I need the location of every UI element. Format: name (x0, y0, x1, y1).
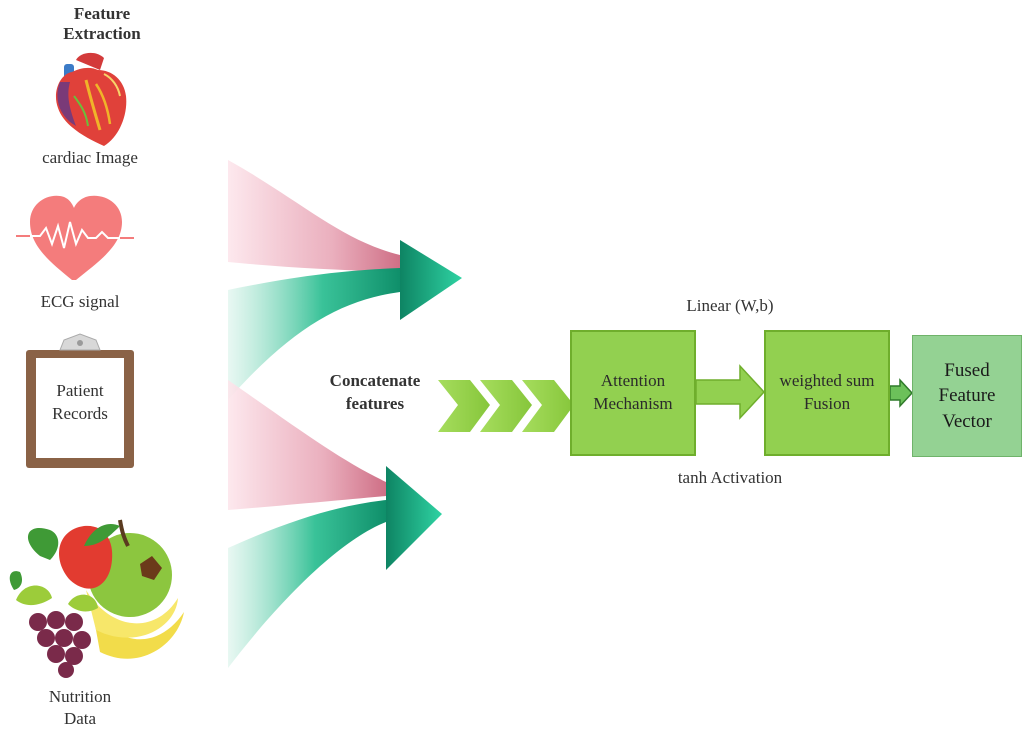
tanh-activation-label: tanh Activation (677, 468, 783, 487)
fused-feature-vector-label: Fused Feature Vector (938, 359, 996, 432)
linear-label: Linear (W,b) (686, 296, 774, 315)
stream-cardiac (228, 160, 400, 272)
weighted-sum-fusion-label: weighted sum Fusion (779, 371, 875, 413)
stream-ecg (228, 268, 400, 400)
cardiac-heart-icon (55, 52, 127, 146)
chevron-3 (522, 380, 574, 432)
stream-nutrition (228, 500, 386, 668)
lower-arrow-head (386, 466, 442, 570)
fusion-to-output-arrow (889, 378, 914, 408)
weighted-sum-fusion-box: weighted sum Fusion (764, 330, 890, 456)
stream-records (228, 380, 386, 510)
attention-to-fusion-arrow (695, 364, 766, 420)
fruit-icon (9, 519, 184, 678)
chevron-2 (480, 380, 532, 432)
ecg-signal-label: ECG signal (40, 292, 120, 311)
attention-mechanism-label: Attention Mechanism (593, 371, 673, 413)
nutrition-data-label: Nutrition Data (48, 687, 112, 729)
feature-extraction-title: Feature Extraction (63, 4, 141, 44)
ecg-heart-icon (16, 195, 134, 280)
attention-mechanism-box: Attention Mechanism (570, 330, 696, 456)
chevron-1 (438, 380, 490, 432)
upper-arrow-head (400, 240, 462, 320)
patient-records-label: Patient Records (52, 381, 108, 423)
cardiac-image-label: cardiac Image (42, 148, 138, 167)
clipboard-icon (26, 333, 134, 468)
concatenate-features-label: Concatenate features (329, 371, 421, 413)
input-streams (228, 160, 462, 668)
concatenate-chevrons (438, 380, 574, 432)
fused-feature-vector-box: Fused Feature Vector (912, 335, 1022, 457)
